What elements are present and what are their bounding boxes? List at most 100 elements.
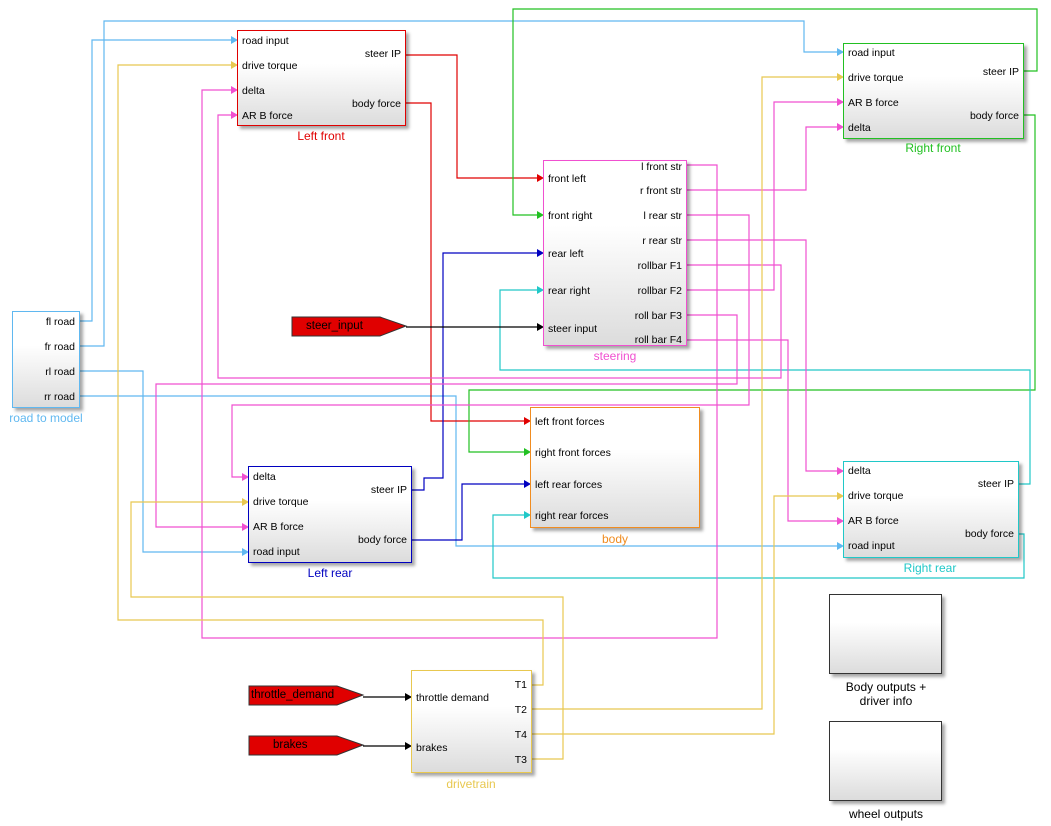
road-rr-wire[interactable] — [80, 395, 837, 547]
steering-in-rear-left: rear left — [548, 248, 584, 260]
body-in-right-front-forces: right front forces — [535, 447, 611, 459]
drivetrain-out-t1: T1 — [514, 679, 527, 691]
road-fr-wire[interactable] — [80, 20, 837, 347]
steering-out-rollbar-f2: rollbar F2 — [637, 285, 682, 297]
str-rf-wire-arrowhead — [837, 123, 844, 131]
body-outputs-label-line2: driver info — [859, 694, 913, 708]
steering-out-l-front-str: l front str — [641, 161, 682, 173]
right-front-in-arb-force: AR B force — [848, 97, 899, 109]
str-arb2-wire[interactable] — [687, 101, 837, 291]
drivetrain-block[interactable]: throttle demand brakes T1 T2 T4 T3 — [411, 670, 532, 773]
drivetrain-in-throttle-demand: throttle demand — [416, 692, 489, 704]
dt-t3-wire-arrowhead — [242, 498, 249, 506]
road-rl-wire-arrowhead — [242, 548, 249, 556]
steer-input-tag-text: steer_input — [306, 320, 363, 332]
steering-out-r-front-str: r front str — [639, 185, 682, 197]
str-arb2-wire-arrowhead — [837, 98, 844, 106]
lr-steer-wire-arrowhead — [537, 249, 544, 257]
throttle-wire-arrowhead — [405, 693, 412, 701]
str-rf-wire[interactable] — [687, 126, 837, 191]
road-rr-wire-arrowhead — [837, 542, 844, 550]
lr-steer-wire[interactable] — [412, 252, 537, 491]
left-rear-out-body-force: body force — [357, 534, 407, 546]
throttle-demand-tag[interactable]: throttle_demand — [248, 685, 365, 706]
left-rear-block[interactable]: delta drive torque AR B force road input… — [248, 466, 412, 563]
left-front-in-delta: delta — [242, 85, 265, 97]
right-rear-block[interactable]: delta drive torque AR B force road input… — [843, 461, 1019, 558]
dt-t3-wire[interactable] — [130, 501, 564, 760]
right-front-block[interactable]: road input drive torque AR B force delta… — [843, 43, 1024, 139]
road-rl-wire[interactable] — [80, 370, 242, 553]
right-front-out-steer-ip: steer IP — [982, 66, 1019, 78]
left-front-label: Left front — [297, 129, 345, 143]
str-arb3-wire[interactable] — [155, 314, 738, 528]
dt-t1-wire-arrowhead — [231, 61, 238, 69]
str-rr-wire-arrowhead — [837, 467, 844, 475]
road-out-rl-road: rl road — [45, 366, 75, 378]
str-arb1-wire[interactable] — [217, 114, 782, 379]
road-out-rr-road: rr road — [44, 391, 75, 403]
road-fl-wire-arrowhead — [231, 36, 238, 44]
dt-t4-wire[interactable] — [532, 495, 837, 735]
dt-t2-wire-arrowhead — [837, 73, 844, 81]
body-outputs-block[interactable] — [829, 594, 942, 674]
steering-out-l-rear-str: l rear str — [643, 210, 682, 222]
rf-steer-wire[interactable] — [512, 8, 1038, 216]
rr-steer-wire[interactable] — [499, 289, 1031, 485]
steer-input-tag[interactable]: steer_input — [291, 316, 408, 337]
drivetrain-out-t2: T2 — [514, 704, 527, 716]
right-front-in-delta: delta — [848, 122, 871, 134]
lf-steer-wire[interactable] — [406, 54, 537, 179]
str-lr-wire-arrowhead — [242, 473, 249, 481]
rr-steer-wire-arrowhead — [537, 286, 544, 294]
body-in-left-front-forces: left front forces — [535, 416, 605, 428]
steering-in-front-left: front left — [548, 173, 586, 185]
str-arb4-wire[interactable] — [687, 339, 837, 522]
steering-out-r-rear-str: r rear str — [642, 235, 682, 247]
brakes-wire-arrowhead — [405, 742, 412, 750]
road-fl-wire[interactable] — [80, 39, 231, 322]
throttle-demand-tag-text: throttle_demand — [251, 689, 335, 701]
steering-in-steer-input: steer input — [548, 323, 598, 335]
left-front-in-drive-torque: drive torque — [242, 60, 298, 72]
lr-body-wire[interactable] — [412, 483, 524, 541]
dt-t2-wire[interactable] — [532, 76, 837, 710]
brakes-tag-text: brakes — [273, 739, 308, 751]
steering-out-rollbar-f4: roll bar F4 — [634, 334, 682, 346]
str-arb3-wire-arrowhead — [242, 523, 249, 531]
lf-steer-wire-arrowhead — [537, 174, 544, 182]
right-rear-in-arb-force: AR B force — [848, 515, 899, 527]
road-fr-wire-arrowhead — [837, 48, 844, 56]
lf-body-wire[interactable] — [406, 102, 524, 422]
body-label: body — [601, 532, 629, 546]
drivetrain-in-brakes: brakes — [416, 742, 448, 754]
body-block[interactable]: left front forces right front forces lef… — [530, 407, 700, 528]
steering-block[interactable]: front left front right rear left rear ri… — [543, 160, 687, 346]
road-out-fl-road: fl road — [45, 316, 75, 328]
left-rear-in-drive-torque: drive torque — [253, 496, 309, 508]
str-lf-wire[interactable] — [201, 89, 718, 639]
lf-body-wire-arrowhead — [524, 417, 531, 425]
left-rear-in-delta: delta — [253, 471, 276, 483]
dt-t1-wire[interactable] — [117, 64, 544, 686]
right-front-in-road-input: road input — [848, 47, 895, 59]
road-to-model-block[interactable]: fl road fr road rl road rr road — [12, 311, 80, 408]
left-front-block[interactable]: road input drive torque delta AR B force… — [237, 30, 406, 126]
steer-input-tag-shape — [291, 316, 408, 337]
rr-body-wire-arrowhead — [524, 511, 531, 519]
str-rr-wire[interactable] — [687, 239, 837, 472]
str-lf-wire-arrowhead — [231, 86, 238, 94]
rf-body-wire[interactable] — [468, 114, 1036, 453]
right-rear-in-drive-torque: drive torque — [848, 490, 904, 502]
rr-body-wire[interactable] — [492, 514, 1025, 579]
dt-t4-wire-arrowhead — [837, 492, 844, 500]
wheel-outputs-block[interactable] — [829, 721, 942, 801]
right-front-label: Right front — [905, 141, 961, 155]
brakes-tag[interactable]: brakes — [248, 735, 365, 756]
steering-out-rollbar-f1: rollbar F1 — [637, 260, 682, 272]
throttle-demand-tag-shape — [248, 685, 365, 706]
road-out-fr-road: fr road — [44, 341, 75, 353]
right-rear-out-steer-ip: steer IP — [977, 478, 1014, 490]
str-lr-wire[interactable] — [231, 214, 750, 478]
